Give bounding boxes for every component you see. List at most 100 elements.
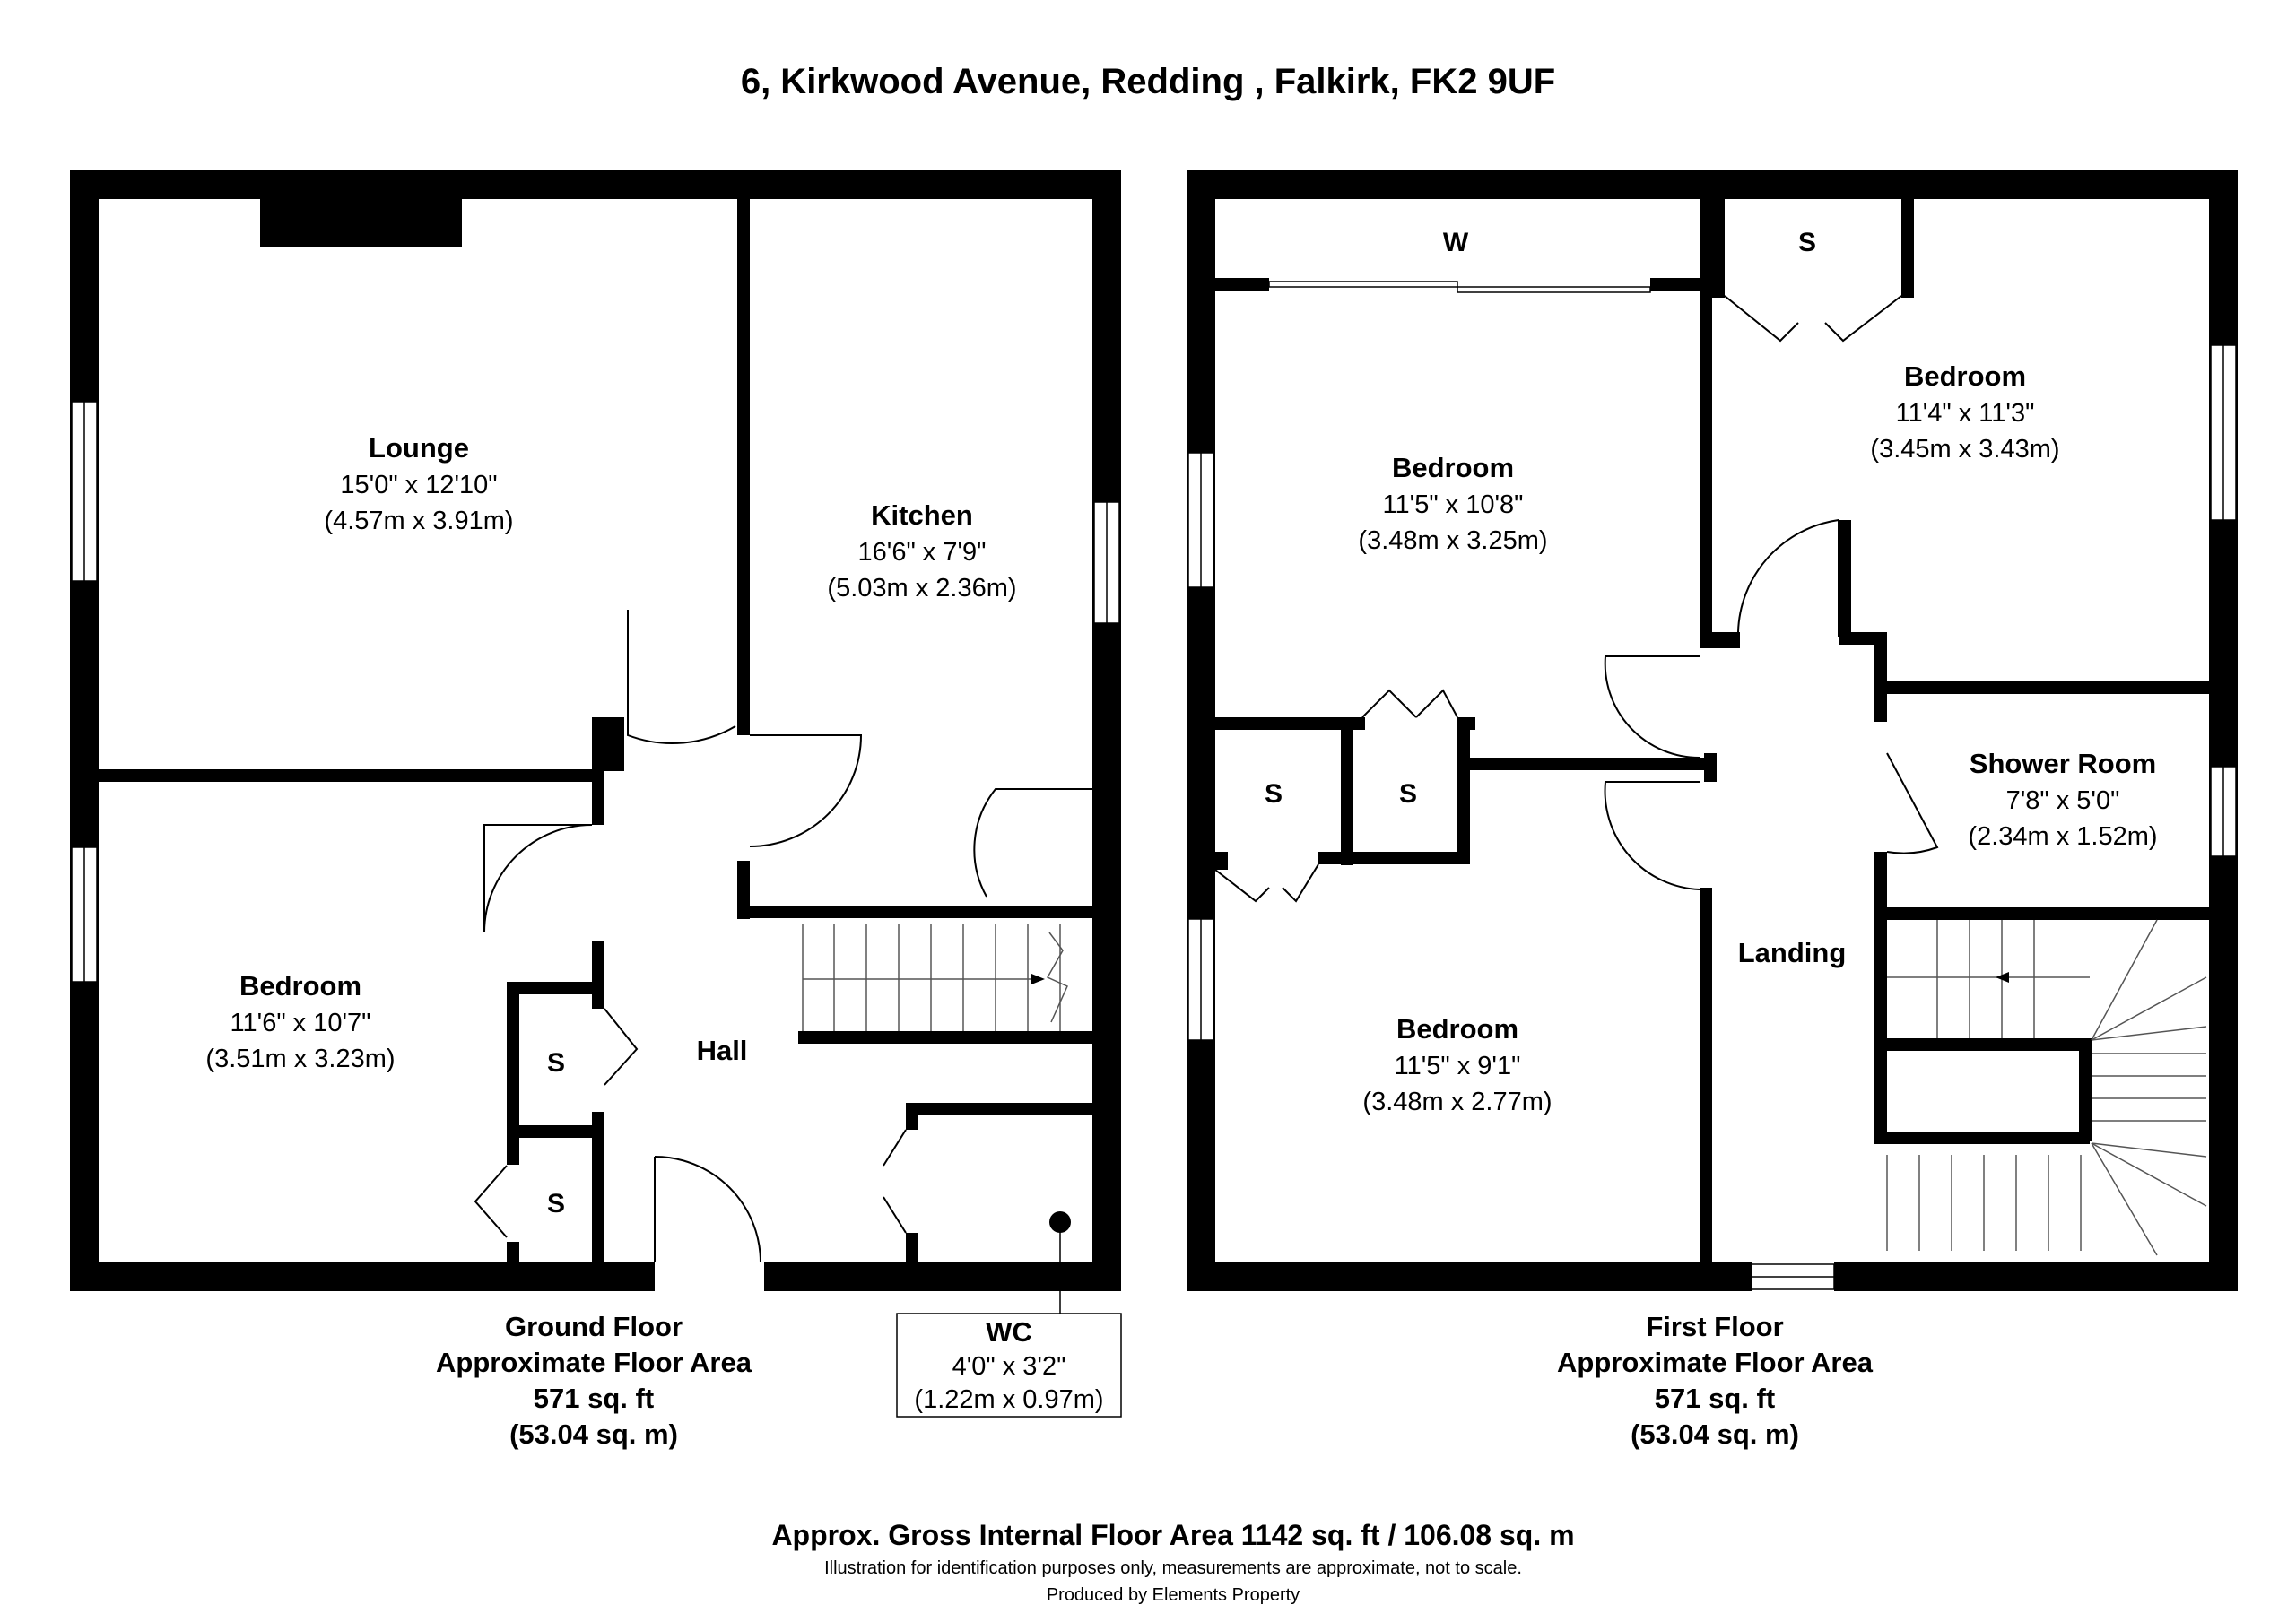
bed2-landing-wall [1839, 520, 1851, 637]
ground-area-line1: Ground Floor [505, 1311, 683, 1342]
lounge-kitchen-wall [737, 197, 750, 735]
producer-credit: Produced by Elements Property [1047, 1585, 1300, 1605]
kitchen-imperial: 16'6" x 7'9" [858, 538, 987, 567]
store-upper-top [507, 982, 604, 994]
shower-room-metric: (2.34m x 1.52m) [1968, 822, 2157, 851]
first-bedroom2-imperial: 11'4" x 11'3" [1896, 399, 2035, 428]
bed2-door [1737, 518, 1839, 637]
first-north-wall [1187, 170, 2238, 199]
shower-west-wall-bottom [1874, 852, 1887, 1139]
shower-stairs-wall [1874, 907, 2209, 920]
bed2-wall-stub [1839, 632, 1883, 645]
bed3-door [1604, 781, 1700, 890]
wc-door [883, 1129, 907, 1234]
first-bedroom1-name: Bedroom [1392, 452, 1514, 483]
store-right-wall [1457, 717, 1470, 864]
bed1-door [1604, 655, 1700, 759]
stairs-wc-wall [798, 1031, 1092, 1044]
wc-west-wall-top [906, 1103, 918, 1130]
first-area-line1: First Floor [1646, 1311, 1783, 1342]
bedroom-door [483, 824, 593, 933]
store-upper-door [604, 1008, 639, 1086]
first-east-wall [2209, 170, 2238, 1291]
bed2-store-right [1901, 199, 1914, 298]
first-area-line2: Approximate Floor Area [1557, 1347, 1874, 1378]
store-upper-left [507, 982, 519, 1134]
shower-room-imperial: 7'8" x 5'0" [2006, 786, 2120, 815]
store-lower-left-top [507, 1138, 519, 1165]
store-lower-right [592, 1112, 604, 1264]
wardrobe-wall-left [1215, 278, 1269, 291]
wardrobe-wall-right [1650, 278, 1704, 291]
bed2-shower-wall [1874, 681, 2209, 694]
bed2-store-left [1712, 199, 1725, 298]
first-floor-stairs [1886, 919, 2207, 1256]
lounge-bedroom-wall [99, 769, 592, 782]
bed2-store-label: S [1798, 228, 1816, 257]
kitchen-south-wall [750, 906, 1121, 918]
kitchen-metric: (5.03m x 2.36m) [827, 574, 1016, 603]
first-bedroom3-imperial: 11'5" x 9'1" [1395, 1052, 1521, 1080]
store-lower-door [474, 1165, 508, 1238]
first-bedroom3-metric: (3.48m x 2.77m) [1362, 1088, 1552, 1116]
first-bedroom2-name: Bedroom [1904, 360, 2026, 392]
ground-bedroom-metric: (3.51m x 3.23m) [205, 1045, 395, 1073]
wc-west-wall-bottom [906, 1233, 918, 1264]
first-floor-plan [1187, 170, 2238, 1291]
hall-wall-stub-2 [592, 717, 604, 825]
ground-area-line3: 571 sq. ft [534, 1383, 654, 1414]
ground-area-line4: (53.04 sq. m) [509, 1418, 678, 1450]
store-divider-wall [1341, 717, 1353, 865]
bed1-bed3-wall [1470, 758, 1717, 770]
bed1-wall-stub [1700, 632, 1740, 648]
ground-bedroom-name: Bedroom [239, 970, 361, 1002]
bed1-bed2-wall [1700, 199, 1712, 647]
bed2-store-door [1724, 295, 1902, 343]
gross-floor-area: Approx. Gross Internal Floor Area 1142 s… [771, 1519, 1574, 1551]
first-south-wall-right [1834, 1262, 2238, 1291]
lounge-metric: (4.57m x 3.91m) [324, 507, 513, 535]
store-center-door [1361, 689, 1458, 718]
kitchen-door [749, 734, 863, 847]
ground-floor-stairs [802, 924, 1068, 1031]
first-south-wall-left [1187, 1262, 1752, 1291]
disclaimer-text: Illustration for identification purposes… [824, 1558, 1522, 1578]
wc-north-wall [906, 1103, 1092, 1115]
first-bedroom1-imperial: 11'5" x 10'8" [1383, 490, 1524, 519]
wc-label-box [896, 1313, 1122, 1418]
ground-south-wall-right [764, 1262, 1121, 1291]
wardrobe-slider-1 [1268, 281, 1458, 288]
lounge-chimney-breast [260, 197, 462, 247]
first-bedroom1-metric: (3.48m x 3.25m) [1358, 526, 1547, 555]
wardrobe-label: W [1443, 228, 1469, 257]
ground-store-label-lower: S [547, 1189, 565, 1219]
lounge-name: Lounge [369, 432, 469, 464]
ground-floor-plan [70, 170, 1122, 1418]
first-store-label-left: S [1265, 779, 1283, 809]
first-bedroom2-metric: (3.45m x 3.43m) [1870, 435, 2059, 464]
kitchen-name: Kitchen [871, 499, 973, 531]
first-area-line3: 571 sq. ft [1655, 1383, 1775, 1414]
hall-name: Hall [697, 1035, 748, 1066]
stair-box-bottom [1874, 1132, 2090, 1144]
shower-room-name: Shower Room [1970, 748, 2156, 779]
lounge-door [627, 610, 736, 745]
store-divider [507, 1125, 604, 1138]
first-store-label-right: S [1399, 779, 1417, 809]
stair-box-right [2079, 1038, 2092, 1141]
property-address-title: 6, Kirkwood Avenue, Redding , Falkirk, F… [741, 62, 1555, 101]
store-lower-left-bottom [507, 1242, 519, 1264]
lounge-imperial: 15'0" x 12'10" [340, 471, 497, 499]
shower-west-wall-top [1874, 632, 1887, 722]
wc-metric: (1.22m x 0.97m) [914, 1385, 1103, 1414]
bed3-landing-wall [1700, 888, 1712, 1264]
store-bottom-wall [1341, 852, 1466, 864]
shower-door [1886, 752, 1939, 854]
stair-box-top [1874, 1038, 2090, 1051]
front-door [654, 1156, 761, 1263]
wc-name: WC [986, 1316, 1032, 1348]
ground-bedroom-imperial: 11'6" x 10'7" [230, 1009, 371, 1037]
ground-east-wall [1092, 170, 1121, 1291]
ground-area-line2: Approximate Floor Area [436, 1347, 752, 1378]
